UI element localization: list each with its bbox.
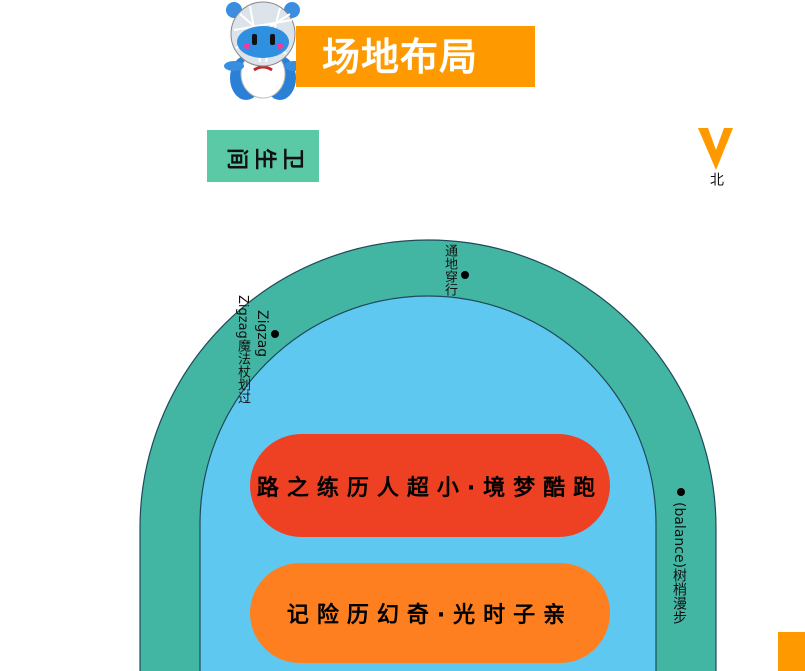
mascot-logo bbox=[224, 1, 304, 100]
station-marker bbox=[677, 488, 685, 496]
station-label-zigzag: Zigzag魔法杖划过 bbox=[235, 295, 250, 404]
station-label-tunnel: 通地穿行 bbox=[442, 244, 457, 296]
north-arrow-icon bbox=[698, 128, 733, 170]
restroom-area: 卫生间 bbox=[207, 130, 319, 182]
station-marker bbox=[271, 330, 279, 338]
restroom-label: 卫生间 bbox=[221, 144, 305, 169]
zone-family-label: 亲子时光·奇幻历险记 bbox=[286, 603, 574, 628]
north-label: 北 bbox=[708, 172, 724, 186]
station-label-balance: (balance)树梢漫步 bbox=[671, 502, 687, 625]
zone-family: 亲子时光·奇幻历险记 bbox=[250, 563, 610, 663]
page-title: 场地布局 bbox=[322, 35, 479, 79]
title-banner bbox=[296, 26, 535, 87]
zone-parkour-label: 跑酷梦境·小超人历练之路 bbox=[256, 475, 604, 501]
corner-marker bbox=[778, 632, 805, 671]
zone-parkour: 跑酷梦境·小超人历练之路 bbox=[250, 434, 610, 537]
station-label-zigzag-en: Zigzag bbox=[254, 310, 270, 358]
station-marker bbox=[461, 271, 469, 279]
